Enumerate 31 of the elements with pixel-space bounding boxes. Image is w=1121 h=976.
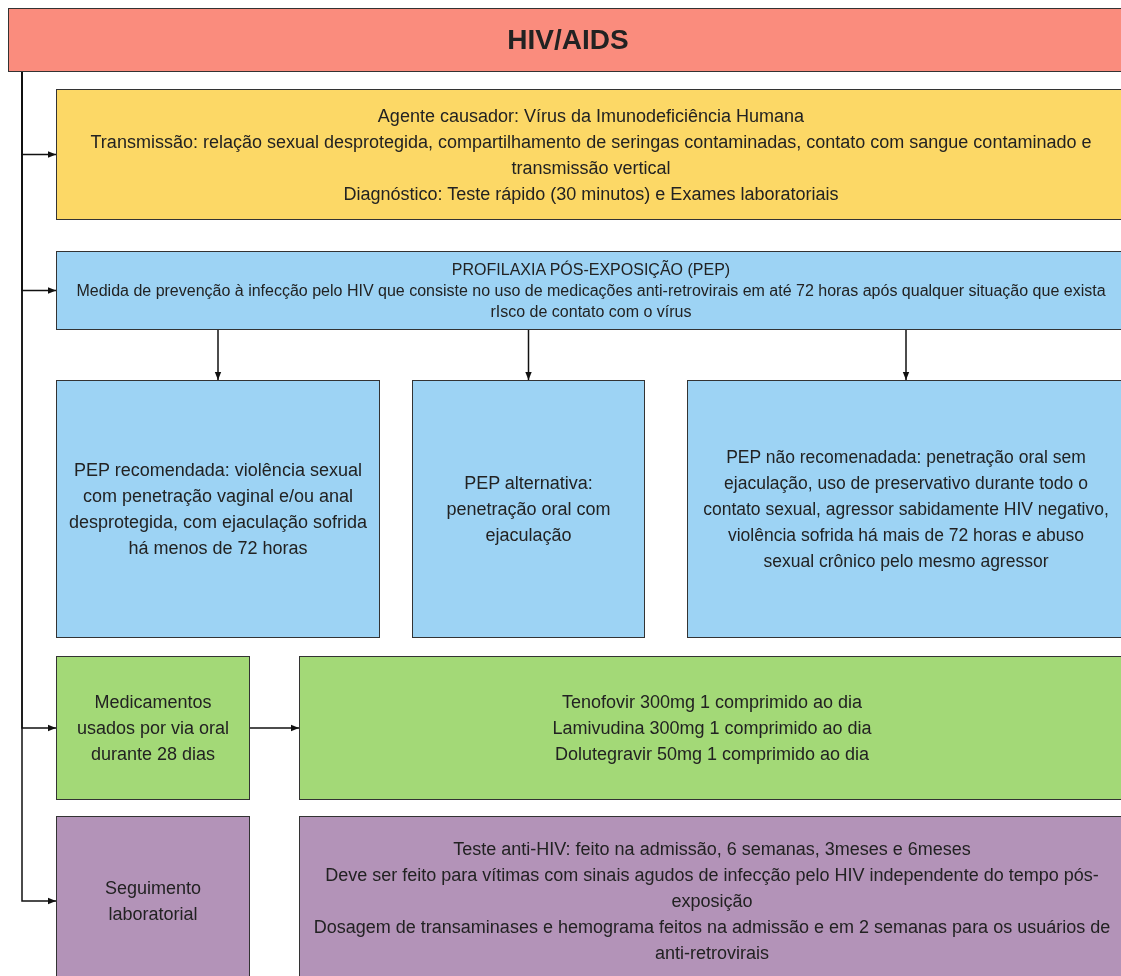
box-text: Teste anti-HIV: feito na admissão, 6 semanas, 3meses e 6meses xyxy=(453,838,971,861)
box-text: Lamivudina 300mg 1 comprimido ao dia xyxy=(552,717,872,740)
arrow xyxy=(249,724,300,732)
title-banner xyxy=(8,8,1121,72)
box-text: PEP não recomenadada: penetração oral sem ejaculação, uso de preservativo durante todo o contato sexual, agressor sabidamente HIV negativo, violência sofrida há mais de 72 horas e abuso sexual crônico pelo mesmo agressor xyxy=(702,446,1110,573)
process-box xyxy=(687,380,1121,638)
process-box xyxy=(299,656,1121,800)
arrow xyxy=(902,329,910,381)
box-text: Transmissão: relação sexual desprotegida, compartilhamento de seringas contaminadas, contato com sangue contaminado e transmissão vertical xyxy=(89,130,1093,180)
process-box xyxy=(299,816,1121,976)
box-text: PEP recomendada: violência sexual com penetração vaginal e/ou anal desprotegida, com ejaculação sofrida há menos de 72 horas xyxy=(67,459,369,560)
box-text: Medida de prevenção à infecção pelo HIV que consiste no uso de medicações anti-retrovirais em até 72 horas após qualquer situação que exista rIsco de contato com o vírus xyxy=(75,281,1107,322)
process-box xyxy=(56,816,250,976)
title: HIV/AIDS xyxy=(507,27,629,53)
process-box xyxy=(412,380,645,638)
process-box xyxy=(56,380,380,638)
box-text: Dolutegravir 50mg 1 comprimido ao dia xyxy=(554,743,870,766)
box-text: Seguimento laboratorial xyxy=(103,877,203,926)
box-text: Agente causador: Vírus da Imunodeficiência Humana xyxy=(377,104,805,128)
process-box xyxy=(56,251,1121,330)
box-text: Deve ser feito para vítimas com sinais agudos de infecção pelo HIV independente do tempo pós-exposição xyxy=(324,864,1100,913)
arrow xyxy=(525,329,532,381)
process-box xyxy=(56,656,250,800)
box-heading: PROFILAXIA PÓS-EXPOSIÇÃO (PEP) xyxy=(451,259,731,280)
box-text: Dosagem de transaminases e hemograma feitos na admissão e em 2 semanas para os usuários de anti-retrovirais xyxy=(312,916,1112,965)
process-box xyxy=(56,89,1121,220)
box-text: Tenofovir 300mg 1 comprimido ao dia xyxy=(561,691,863,714)
box-text: Medicamentos usados por via oral durante 28 dias xyxy=(75,691,231,766)
box-text: Diagnóstico: Teste rápido (30 minutos) e Exames laboratoriais xyxy=(343,182,839,206)
box-text: PEP alternativa: penetração oral com ejaculação xyxy=(445,472,612,547)
arrow xyxy=(214,329,222,381)
